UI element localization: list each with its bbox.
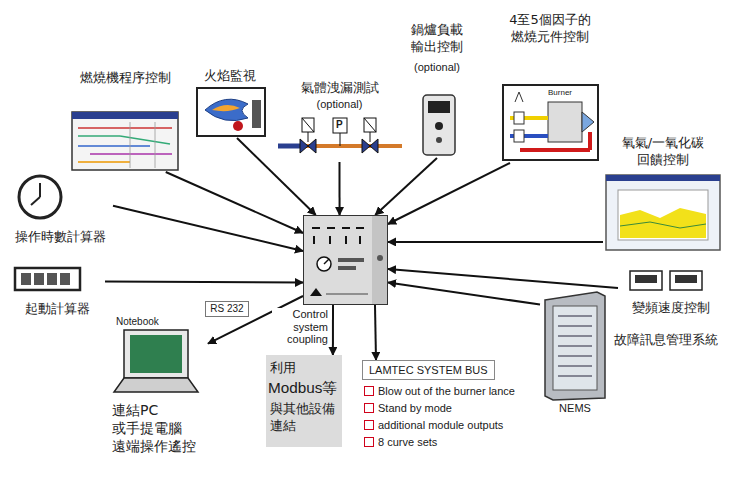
connector-arrow (113, 206, 303, 251)
program-control: 燃燒機程序控制 (68, 70, 183, 172)
start-counter: 起動計算器 (10, 266, 105, 318)
pressure-label: P (336, 119, 343, 130)
node-label: 故障訊息管理系統 (614, 332, 726, 349)
o2-co-chart-window (606, 175, 720, 250)
node-label: (optional) (272, 97, 407, 111)
check-icon (364, 437, 374, 447)
connector-arrow (375, 158, 437, 215)
node-label: 操作時數計算器 (8, 229, 113, 246)
connector-arrow (339, 162, 341, 215)
bus-item: 8 curve sets (378, 435, 536, 449)
bus-heading: LAMTEC SYSTEM BUS (362, 360, 495, 380)
check-icon (364, 403, 374, 413)
program-chart-icon (72, 112, 178, 170)
nems-system: 故障訊息管理系統 NEMS (540, 292, 728, 417)
connector-arrow (388, 283, 540, 305)
laptop-icon (114, 330, 198, 392)
system-bus-box: LAMTEC SYSTEM BUS Blow out of the burner … (358, 360, 538, 455)
node-label: 利用 (270, 360, 340, 377)
connector-arrow (388, 163, 510, 224)
controller-box (303, 215, 388, 305)
gas-valve-icon (278, 118, 402, 153)
bus-item: additional module outputs (378, 418, 536, 432)
burner-label: Burner (548, 88, 572, 97)
load-output-control: 鍋爐負載 輸出控制 (optional) (408, 20, 466, 158)
node-label: 變頻速度控制 (618, 300, 723, 317)
bus-item: Blow out of the burner lance (378, 384, 536, 398)
load-output-device (423, 95, 455, 155)
node-label: Notebook (116, 315, 196, 328)
node-label: NEMS (540, 401, 610, 415)
notebook-remote: Notebook 連結PC 或手提電腦 遠端操作遙控 (110, 315, 208, 459)
node-label: 鍋爐負載 輸出控制 (408, 22, 466, 56)
burner-control-diagram (503, 85, 598, 160)
flame-monitor-icon (197, 88, 265, 136)
vsd-icon (630, 271, 702, 290)
node-label: 起動計算器 (10, 301, 105, 318)
connector-arrow (105, 281, 303, 284)
check-icon (364, 420, 374, 430)
node-label: 燃燒機程序控制 (68, 70, 183, 87)
flame-monitor: 火焰監視 (192, 68, 267, 138)
edge-label: Control system coupling (272, 308, 328, 346)
edge-label: RS 232 (205, 301, 249, 317)
node-label: Modbus等 (268, 378, 342, 398)
connector-arrow (237, 138, 316, 215)
modbus-box: 利用Modbus等與其他設備 連結 (266, 355, 342, 447)
burner-element-control: 4至5個因子的 燃燒元件控制 (500, 8, 600, 163)
node-label: 連結PC 或手提電腦 遠端操作遙控 (112, 401, 208, 456)
node-label: 火焰監視 (192, 68, 267, 85)
node-label: 4至5個因子的 燃燒元件控制 (500, 12, 600, 46)
bus-item: Stand by mode (378, 401, 536, 415)
controller-unit (303, 215, 388, 305)
o2-co-feedback: 氧氣/一氧化碳 回饋控制 (603, 135, 723, 253)
start-counter (15, 268, 80, 290)
connector-arrow (388, 269, 618, 288)
hour-meter-clock (19, 176, 61, 218)
connector-arrow (388, 241, 603, 243)
connector-arrow (375, 305, 376, 360)
vsd-control: 變頻速度控制 (618, 268, 723, 318)
node-label: 氣體洩漏測試 (272, 80, 407, 97)
nems-device (545, 292, 605, 400)
node-label: (optional) (408, 60, 466, 74)
node-label: 與其他設備 連結 (270, 401, 342, 435)
connector-arrow (332, 305, 334, 355)
check-icon (364, 386, 374, 396)
hour-counter: 操作時數計算器 (8, 172, 113, 247)
node-label: 氧氣/一氧化碳 回饋控制 (603, 135, 723, 169)
